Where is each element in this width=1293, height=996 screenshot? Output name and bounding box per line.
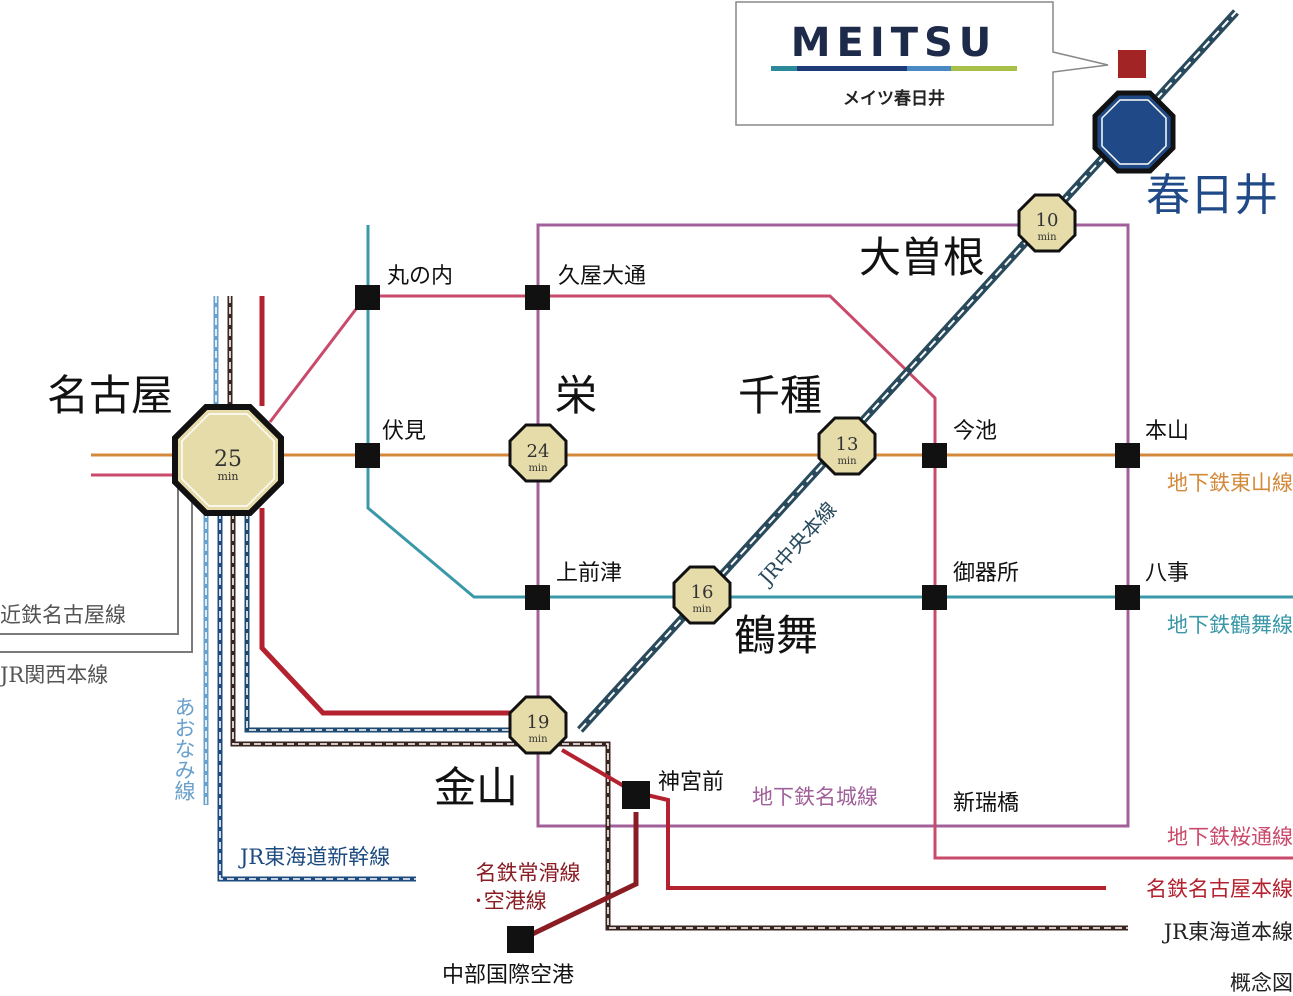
ozone-time: 10 bbox=[1036, 210, 1059, 231]
label-fushimi: 伏見 bbox=[382, 419, 426, 444]
station-kanayama-octagon[interactable] bbox=[508, 695, 568, 755]
station-kasugai-octagon[interactable] bbox=[1092, 90, 1176, 174]
station-centrair[interactable] bbox=[507, 926, 534, 953]
label-gokiso: 御器所 bbox=[953, 561, 1019, 586]
station-yagoto[interactable] bbox=[1115, 585, 1140, 610]
kanayama-time-unit: min bbox=[528, 734, 548, 745]
tsurumai-line bbox=[366, 225, 1293, 599]
station-hisaya-odori[interactable] bbox=[525, 285, 550, 310]
meitetsu-nagoya-line bbox=[259, 296, 512, 716]
station-gokiso[interactable] bbox=[922, 585, 947, 610]
tsurumai-time: 16 bbox=[691, 582, 714, 603]
station-ozone-octagon[interactable] bbox=[1017, 193, 1077, 253]
label-jingumae: 神宮前 bbox=[658, 770, 724, 795]
label-sakura-dori-line: 地下鉄桜通線 bbox=[1167, 825, 1293, 849]
nagoya-time-unit: min bbox=[217, 470, 238, 483]
label-meijo-line: 地下鉄名城線 bbox=[752, 785, 878, 809]
station-kamimaezu[interactable] bbox=[525, 585, 550, 610]
chikusa-time: 13 bbox=[836, 434, 859, 455]
aonami-line bbox=[203, 296, 219, 805]
label-yagoto: 八事 bbox=[1145, 561, 1189, 586]
label-aonami-line: あおなみ線 bbox=[172, 696, 196, 801]
station-chikusa-octagon[interactable] bbox=[817, 416, 877, 476]
label-kintetsu-line: 近鉄名古屋線 bbox=[0, 603, 126, 627]
chikusa-time-unit: min bbox=[837, 456, 857, 467]
station-jingumae[interactable] bbox=[622, 781, 650, 809]
station-tsurumai-octagon[interactable] bbox=[672, 565, 732, 625]
station-motoyama[interactable] bbox=[1115, 443, 1140, 468]
label-meitetsu-nagoya-line: 名鉄名古屋本線 bbox=[1146, 877, 1293, 901]
label-kamimaezu: 上前津 bbox=[556, 561, 622, 586]
station-nagoya-octagon[interactable] bbox=[172, 404, 284, 516]
label-centrair: 中部国際空港 bbox=[442, 963, 574, 988]
label-imaike: 今池 bbox=[953, 419, 997, 444]
kanayama-time: 19 bbox=[527, 712, 550, 733]
label-shin-mizuhobashi: 新瑞橋 bbox=[953, 791, 1019, 816]
label-tsurumai: 鶴舞 bbox=[734, 611, 818, 660]
label-higashiyama-line: 地下鉄東山線 bbox=[1167, 471, 1293, 495]
label-ozone: 大曽根 bbox=[859, 233, 985, 282]
label-jr-chuo-line: JR中央本線 bbox=[753, 497, 842, 591]
sakae-time: 24 bbox=[527, 441, 550, 462]
logo-callout: MEITSU メイツ春日井 bbox=[735, 1, 1109, 126]
label-motoyama: 本山 bbox=[1145, 419, 1189, 444]
label-chikusa: 千種 bbox=[738, 371, 822, 420]
station-fushimi[interactable] bbox=[355, 443, 380, 468]
label-jr-shinkansen-line: JR東海道新幹線 bbox=[238, 845, 390, 869]
jr-kansai-line bbox=[0, 492, 193, 653]
tsurumai-time-unit: min bbox=[692, 604, 712, 615]
kintetsu-line bbox=[0, 488, 179, 635]
label-jr-tokaido-line: JR東海道本線 bbox=[1162, 920, 1293, 944]
nagoya-time: 25 bbox=[214, 447, 242, 472]
station-marunouchi[interactable] bbox=[355, 285, 380, 310]
property-marker[interactable] bbox=[1118, 50, 1146, 78]
label-kanayama: 金山 bbox=[434, 763, 518, 812]
label-meitetsu-tokoname-2: ･空港線 bbox=[473, 889, 547, 913]
label-tsurumai-line: 地下鉄鶴舞線 bbox=[1167, 613, 1293, 637]
sakura-dori-line bbox=[91, 294, 1293, 860]
sakae-time-unit: min bbox=[528, 463, 548, 474]
brand-logo: MEITSU bbox=[791, 20, 998, 66]
meijo-line bbox=[536, 223, 1130, 828]
meitetsu-tokoname-line bbox=[518, 812, 639, 943]
property-name: メイツ春日井 bbox=[843, 88, 945, 109]
ozone-time-unit: min bbox=[1037, 232, 1057, 243]
label-jr-kansai-line: JR関西本線 bbox=[0, 663, 108, 687]
label-nagoya: 名古屋 bbox=[47, 371, 173, 420]
label-note: 概念図 bbox=[1230, 971, 1293, 995]
label-sakae: 栄 bbox=[555, 371, 597, 420]
label-marunouchi: 丸の内 bbox=[387, 264, 453, 289]
station-sakae-octagon[interactable] bbox=[508, 423, 568, 483]
jr-chuo-connector bbox=[244, 512, 512, 733]
station-imaike[interactable] bbox=[922, 443, 947, 468]
label-kasugai: 春日井 bbox=[1146, 170, 1278, 221]
label-meitetsu-tokoname-1: 名鉄常滑線 bbox=[476, 861, 581, 885]
label-hisaya-odori: 久屋大通 bbox=[558, 264, 646, 289]
